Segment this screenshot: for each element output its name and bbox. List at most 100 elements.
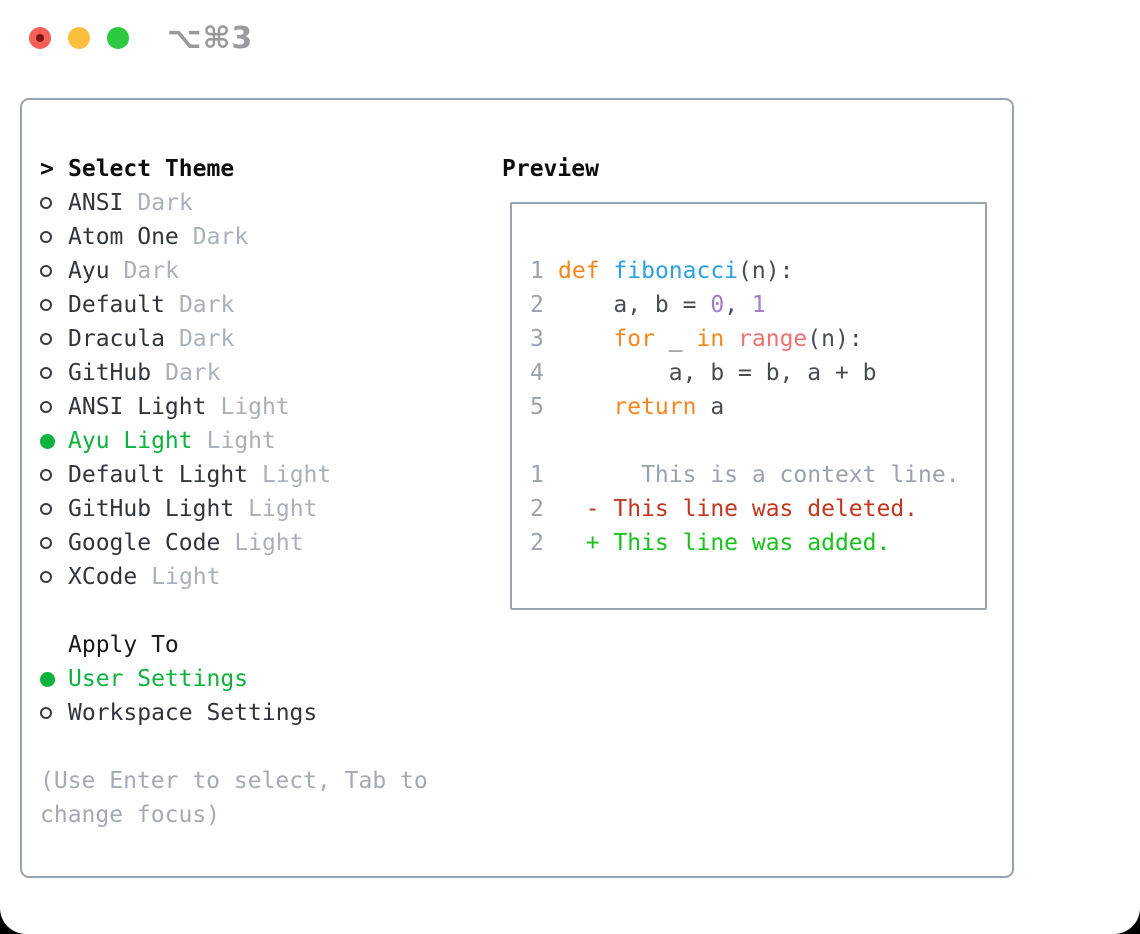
radio-circle-icon	[40, 231, 52, 243]
radio-circle-icon	[40, 401, 52, 413]
theme-tag: Light	[234, 530, 304, 556]
theme-name: Ayu	[68, 258, 110, 284]
line-number: 2	[530, 292, 544, 318]
theme-tag: Dark	[178, 292, 235, 318]
theme-name: Atom One	[68, 224, 179, 250]
diff-deleted-text: - This line was deleted.	[558, 496, 919, 522]
line-number: 5	[530, 394, 544, 420]
radio-circle-icon	[40, 707, 52, 719]
radio-circle-icon	[40, 367, 52, 379]
hint-row-1: (Use Enter to select, Tab to	[40, 764, 428, 798]
prompt-arrow-icon: >	[40, 156, 54, 182]
token: ,	[724, 292, 752, 318]
theme-tag: Dark	[165, 360, 221, 386]
close-button[interactable]	[29, 27, 51, 49]
token-keyword: in	[696, 326, 725, 352]
theme-item-ansi-light[interactable]: ANSI Light Light	[40, 390, 290, 424]
apply-to-header-row: Apply To	[40, 628, 179, 662]
minimize-button[interactable]	[68, 27, 90, 49]
theme-tag: Light	[262, 462, 332, 488]
token-number: 0	[710, 292, 725, 318]
theme-tag: Light	[206, 428, 276, 454]
token: _	[654, 326, 697, 352]
theme-item-default-light[interactable]: Default Light Light	[40, 458, 331, 492]
theme-tag: Dark	[178, 326, 235, 352]
radio-circle-icon	[40, 265, 52, 277]
token-keyword: def	[558, 258, 600, 284]
hint-text-line1: (Use Enter to select, Tab to	[40, 768, 428, 794]
select-theme-header-row: > Select Theme	[40, 152, 234, 186]
theme-tag: Dark	[137, 190, 193, 216]
token-builtin: range	[738, 326, 808, 352]
radio-circle-icon	[40, 197, 52, 209]
radio-selected-icon	[40, 671, 55, 687]
theme-tag: Dark	[192, 224, 249, 250]
token	[558, 322, 613, 356]
theme-tag: Light	[248, 496, 318, 522]
theme-name: Dracula	[68, 326, 165, 352]
token	[600, 254, 614, 288]
diff-context-line: 1 This is a context line.	[530, 458, 960, 492]
theme-name: ANSI	[68, 190, 124, 216]
hint-row-2: change focus)	[40, 798, 220, 832]
diff-added-text: + This line was added.	[558, 530, 891, 556]
apply-option-user-settings[interactable]: User Settings	[40, 662, 248, 696]
theme-item-github-light[interactable]: GitHub Light Light	[40, 492, 317, 526]
radio-circle-icon	[40, 503, 52, 515]
token: a	[696, 394, 725, 420]
code-line-3: 3 for _ in range(n):	[530, 322, 863, 356]
code-line-4: 4 a, b = b, a + b	[530, 356, 877, 390]
radio-circle-icon	[40, 299, 52, 311]
close-dot-icon	[36, 34, 44, 42]
token: (n):	[738, 258, 794, 284]
token: a, b =	[558, 292, 711, 318]
diff-added-line: 2 + This line was added.	[530, 526, 890, 560]
theme-picker-panel: > Select Theme ANSI Dark Atom One Dark A…	[20, 98, 1014, 878]
line-number: 3	[530, 326, 544, 352]
token-keyword: for	[613, 326, 655, 352]
radio-circle-icon	[40, 571, 52, 583]
theme-name: GitHub	[68, 360, 152, 386]
apply-option-workspace-settings[interactable]: Workspace Settings	[40, 696, 317, 730]
theme-item-ansi-dark[interactable]: ANSI Dark	[40, 186, 193, 220]
theme-name: ANSI Light	[68, 394, 207, 420]
theme-name: XCode	[68, 564, 138, 590]
theme-name: Default	[68, 292, 165, 318]
theme-item-google-code[interactable]: Google Code Light	[40, 526, 304, 560]
token-function: fibonacci	[613, 258, 739, 284]
radio-selected-icon	[40, 433, 55, 449]
radio-circle-icon	[40, 333, 52, 345]
theme-item-default-dark[interactable]: Default Dark	[40, 288, 234, 322]
line-number: 1	[530, 462, 544, 488]
diff-context-text: This is a context line.	[558, 462, 960, 488]
line-number: 4	[530, 360, 544, 386]
token	[558, 390, 613, 424]
titlebar: ⌥⌘3	[0, 0, 1140, 76]
code-line-5: 5 return a	[530, 390, 724, 424]
theme-name: GitHub Light	[68, 496, 235, 522]
window-title-shortcut: ⌥⌘3	[167, 21, 254, 56]
zoom-button[interactable]	[107, 27, 129, 49]
theme-tag: Dark	[123, 258, 179, 284]
theme-item-ayu-light-selected[interactable]: Ayu Light Light	[40, 424, 276, 458]
token	[724, 322, 738, 356]
theme-item-xcode[interactable]: XCode Light	[40, 560, 221, 594]
preview-header: Preview	[502, 156, 599, 182]
token-keyword: return	[613, 394, 697, 420]
apply-to-header: Apply To	[68, 632, 179, 658]
theme-item-dracula-dark[interactable]: Dracula Dark	[40, 322, 234, 356]
token-number: 1	[751, 292, 766, 318]
line-number: 2	[530, 530, 544, 556]
token: a, b = b, a + b	[558, 360, 877, 386]
theme-item-atom-one-dark[interactable]: Atom One Dark	[40, 220, 248, 254]
theme-name: Google Code	[68, 530, 221, 556]
theme-tag: Light	[220, 394, 290, 420]
theme-item-ayu-dark[interactable]: Ayu Dark	[40, 254, 179, 288]
theme-name: Default Light	[68, 462, 249, 488]
radio-circle-icon	[40, 469, 52, 481]
theme-item-github-dark[interactable]: GitHub Dark	[40, 356, 220, 390]
